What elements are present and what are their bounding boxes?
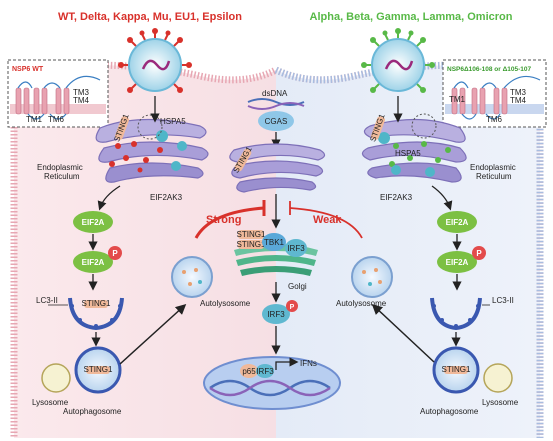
left-inset: NSP6 WT TM3 TM4 TM1 TM6 [7,59,109,128]
arrow [119,303,187,365]
strong-label: Strong [206,214,241,226]
arrow [431,185,453,211]
right-inset-title: NSP6Δ106-108 or Δ105-107 [447,66,532,73]
cell-background [10,61,544,438]
right-virus [361,28,435,93]
cgas-label: CGAS [265,117,288,126]
weak-inhibition-arc [289,207,363,239]
right-autolysosome-label: Autolysosome [336,299,387,308]
right-inset-tm-label: TM6 [486,115,503,124]
left-eif2a-p: EIF2A P [73,246,122,273]
phospho-label: P [112,249,118,258]
irf3-label: IRF3 [287,244,305,253]
left-autophagosome-label: Autophagosome [63,407,122,416]
phospho-label: P [476,249,482,258]
arrow [97,185,121,211]
right-autophagosome-label: Autophagosome [420,407,479,416]
right-autophagosome: STING1 [432,346,513,394]
left-er-label: Reticulum [44,172,80,181]
left-er [95,114,209,183]
strong-inhibition-arc [194,206,265,239]
irf3-p-label: IRF3 [267,310,285,319]
left-lc3-label: LC3-II [36,296,58,305]
right-er-label: Reticulum [476,172,512,181]
tbk1-label: TBK1 [264,238,285,247]
weak-label: Weak [313,214,342,226]
left-autolysosome [171,256,213,298]
dsdna-label: dsDNA [262,89,288,98]
golgi-label: Golgi [288,282,307,291]
irf3-nuclear-label: IRF3 [256,367,274,376]
right-lc3-label: LC3-II [492,296,514,305]
left-phagophore: STING1 [68,297,124,331]
right-inset-tm-label: TM1 [449,95,466,104]
phospho-label: P [290,304,295,311]
left-lysosome-label: Lysosome [32,398,69,407]
eif2a-label: EIF2A [446,218,469,227]
sting-label: STING1 [442,365,471,374]
ifns-label: IFNs [300,359,317,368]
irf3-p: IRF3 P [262,300,298,324]
eif2a-p-label: EIF2A [446,258,469,267]
left-virus [118,28,192,93]
golgi: STING1 STING1 TBK1 IRF3 [234,230,318,276]
right-phagophore [430,297,482,331]
eif2a-p-label: EIF2A [82,258,105,267]
right-variants-label: Alpha, Beta, Gamma, Lamma, Omicron [310,11,513,23]
p65-label: p65 [242,367,256,376]
left-variants-label: WT, Delta, Kappa, Mu, EU1, Epsilon [58,11,242,23]
right-eif2ak3-label: EIF2AK3 [380,193,413,202]
right-er-label: Endoplasmic [470,163,516,172]
left-er-label: Endoplasmic [37,163,83,172]
right-hspa5-label: HSPA5 [395,149,421,158]
left-inset-tm-label: TM1 [26,115,43,124]
nucleus: p65 IRF3 IFNs [203,356,341,410]
left-eif2ak3-label: EIF2AK3 [150,193,183,202]
left-inset-tm-label: TM3 [73,88,90,97]
right-er [361,113,467,183]
sting-label: STING1 [82,299,111,308]
left-inset-title: NSP6 WT [12,66,44,73]
left-inset-tm-label: TM6 [48,115,65,124]
left-autolysosome-label: Autolysosome [200,299,251,308]
right-inset-tm-label: TM3 [510,88,527,97]
left-eif2a: EIF2A [73,211,113,233]
sting-label: STING1 [84,365,113,374]
left-autophagosome: STING1 [41,346,122,394]
dsdna-helix [247,98,305,110]
arrow [371,303,435,363]
right-inset: NSP6Δ106-108 or Δ105-107 TM3 TM4 TM1 TM6 [442,59,547,128]
right-autolysosome [351,256,393,298]
center-er: STING1 [229,143,326,193]
cgas: CGAS [258,111,294,131]
eif2a-label: EIF2A [82,218,105,227]
right-inset-tm-label: TM4 [510,96,527,105]
left-hspa5-label: HSPA5 [160,117,186,126]
right-lysosome-label: Lysosome [482,398,519,407]
sting-label: STING1 [237,230,266,239]
sting-label: STING1 [237,240,266,249]
right-eif2a-p: EIF2A P [437,246,486,273]
right-eif2a: EIF2A [437,211,477,233]
left-inset-tm-label: TM4 [73,96,90,105]
